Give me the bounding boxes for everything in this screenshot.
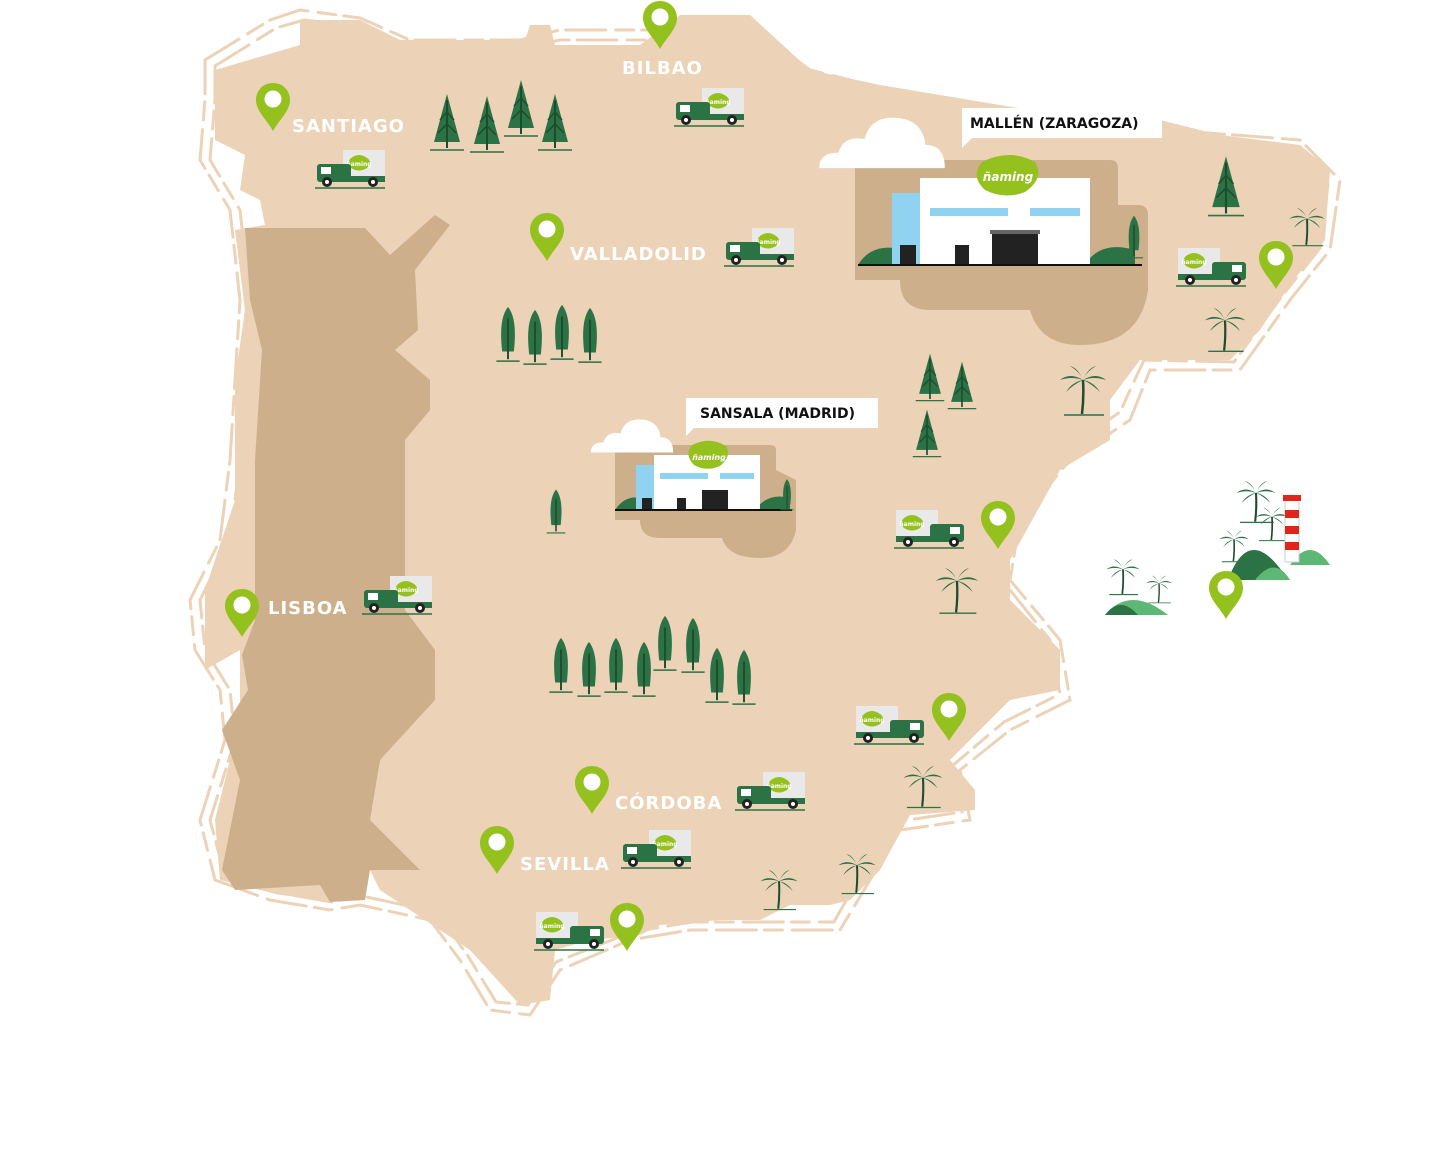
city-labels: BILBAO SANTIAGO VALLADOLID LISBOA CÓRDOB…: [268, 58, 722, 875]
hub-label-box: MALLÉN (ZARAGOZA): [962, 108, 1162, 148]
palm-tree-icon: [1255, 506, 1289, 542]
palm-tree-icon: [1235, 479, 1277, 524]
hub-label: MALLÉN (ZARAGOZA): [970, 115, 1139, 132]
hub-mallen[interactable]: ñaming MALLÉN (ZARAGOZA): [819, 108, 1162, 345]
balearic-islands: [1105, 479, 1330, 615]
hub-sansala[interactable]: ñaming SANSALA (MADRID): [590, 398, 878, 558]
city-label-sevilla[interactable]: SEVILLA: [520, 854, 610, 875]
hub-label: SANSALA (MADRID): [700, 406, 855, 422]
hub-brand-logo: ñaming: [692, 453, 726, 462]
lighthouse-icon: [1283, 495, 1301, 563]
map-pin-icon[interactable]: [610, 903, 644, 951]
city-label-lisboa[interactable]: LISBOA: [268, 598, 348, 619]
map-pin-icon[interactable]: [1209, 571, 1243, 619]
city-label-santiago[interactable]: SANTIAGO: [292, 116, 405, 137]
city-label-cordoba[interactable]: CÓRDOBA: [615, 792, 722, 814]
portugal-landmass: [222, 215, 450, 902]
city-label-valladolid[interactable]: VALLADOLID: [570, 244, 707, 265]
warehouse-icon: ñaming: [615, 440, 792, 511]
palm-tree-icon: [1105, 558, 1141, 596]
hub-label-box: SANSALA (MADRID): [686, 398, 878, 436]
hub-brand-logo: ñaming: [983, 170, 1034, 184]
warehouse-icon: ñaming: [858, 155, 1142, 266]
city-label-bilbao[interactable]: BILBAO: [622, 58, 703, 79]
palm-tree-icon: [1145, 574, 1173, 604]
